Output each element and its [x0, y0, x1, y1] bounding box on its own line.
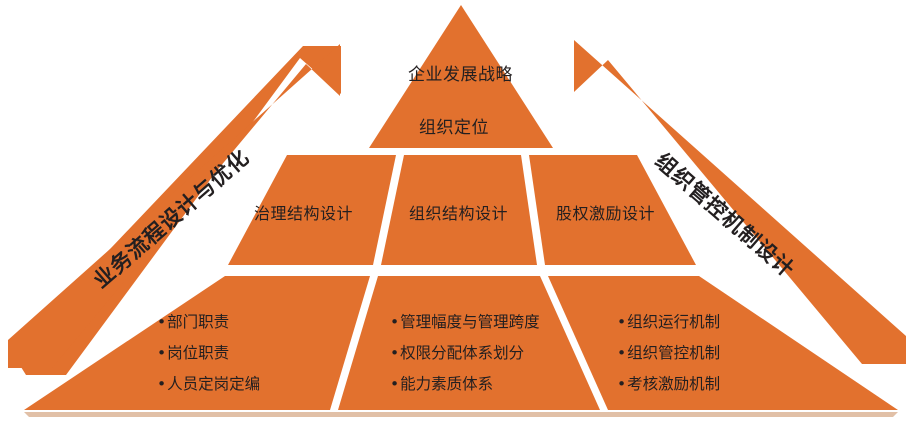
pyramid-bottom-cell-right	[548, 276, 898, 410]
bullet-dot-icon: •	[617, 344, 627, 362]
pyramid-middle-cell-left	[228, 155, 396, 265]
list-item: •能力素质体系	[390, 369, 540, 400]
apex-label-positioning: 组织定位	[419, 118, 489, 138]
pyramid-middle-cell-right	[529, 155, 696, 265]
bottom-bullets-right: •组织运行机制 •组织管控机制 •考核激励机制	[617, 307, 720, 400]
pyramid-middle-cell-center	[381, 155, 537, 265]
bullet-dot-icon: •	[390, 313, 400, 331]
list-item-label: 岗位职责	[167, 344, 230, 362]
list-item-label: 组织管控机制	[627, 344, 721, 362]
list-item: •组织运行机制	[617, 307, 720, 338]
bottom-bullets-center: •管理幅度与管理跨度 •权限分配体系划分 •能力素质体系	[390, 307, 540, 400]
arrow-left	[8, 44, 341, 375]
bullet-dot-icon: •	[617, 375, 627, 393]
bullet-dot-icon: •	[157, 313, 167, 331]
bullet-dot-icon: •	[157, 375, 167, 393]
list-item-label: 组织运行机制	[627, 313, 721, 331]
list-item: •人员定岗定编	[157, 369, 260, 400]
list-item: •管理幅度与管理跨度	[390, 307, 540, 338]
pyramid-bottom-cell-left	[24, 276, 370, 410]
list-item: •岗位职责	[157, 338, 260, 369]
list-item-label: 管理幅度与管理跨度	[400, 313, 540, 331]
bullet-dot-icon: •	[390, 375, 400, 393]
list-item: •部门职责	[157, 307, 260, 338]
middle-label-structure: 组织结构设计	[409, 204, 509, 223]
bullet-dot-icon: •	[390, 344, 400, 362]
list-item-label: 权限分配体系划分	[400, 344, 525, 362]
arrow-left-body	[8, 44, 340, 368]
arrow-right	[574, 40, 906, 364]
pyramid-apex-block	[369, 5, 553, 148]
arrow-right-body	[574, 40, 906, 364]
list-item: •考核激励机制	[617, 369, 720, 400]
list-item-label: 能力素质体系	[400, 375, 494, 393]
list-item: •权限分配体系划分	[390, 338, 540, 369]
middle-label-governance: 治理结构设计	[254, 204, 354, 223]
list-item-label: 部门职责	[167, 313, 230, 331]
bottom-bullets-left: •部门职责 •岗位职责 •人员定岗定编	[157, 307, 260, 400]
apex-label-strategy: 企业发展战略	[408, 65, 513, 85]
pyramid-base-shadow	[24, 412, 898, 417]
middle-label-equity: 股权激励设计	[556, 204, 656, 223]
pyramid-bottom-cell-center	[338, 276, 600, 410]
list-item-label: 人员定岗定编	[167, 375, 261, 393]
list-item: •组织管控机制	[617, 338, 720, 369]
list-item-label: 考核激励机制	[627, 375, 721, 393]
bullet-dot-icon: •	[157, 344, 167, 362]
bullet-dot-icon: •	[617, 313, 627, 331]
